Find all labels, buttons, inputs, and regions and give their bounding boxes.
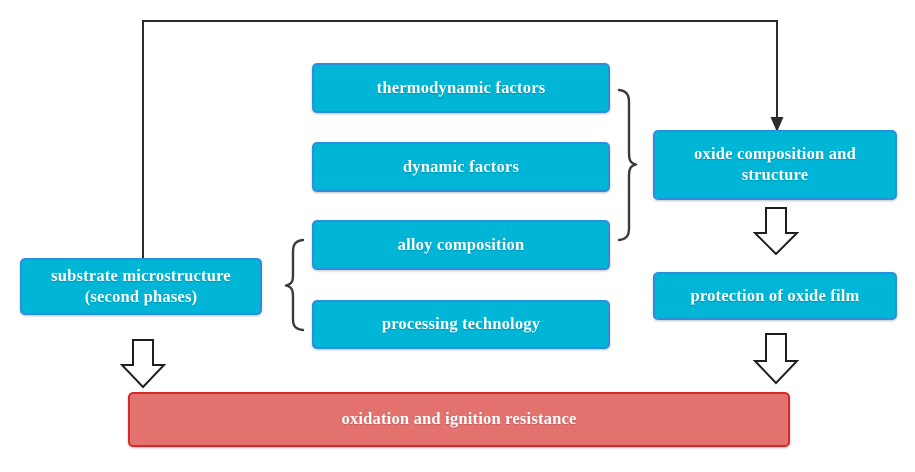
node-dynamic-factors-label: dynamic factors bbox=[402, 156, 520, 176]
node-processing-technology-label: processing technology bbox=[381, 314, 541, 334]
hollow-arrow-protection-to-resistance bbox=[752, 333, 800, 385]
node-substrate-microstructure[interactable]: substrate microstructure (second phases) bbox=[20, 258, 262, 315]
node-dynamic-factors[interactable]: dynamic factors bbox=[312, 142, 610, 192]
hollow-arrow-substrate-to-resistance bbox=[119, 339, 167, 389]
node-substrate-microstructure-label-line2: (second phases) bbox=[84, 286, 198, 306]
node-thermodynamic-factors[interactable]: thermodynamic factors bbox=[312, 63, 610, 113]
node-oxide-composition-label-line2: structure bbox=[741, 165, 809, 184]
node-protection-of-oxide-film-label: protection of oxide film bbox=[690, 285, 860, 305]
node-processing-technology[interactable]: processing technology bbox=[312, 300, 610, 349]
node-alloy-composition[interactable]: alloy composition bbox=[312, 220, 610, 270]
node-thermodynamic-factors-label: thermodynamic factors bbox=[376, 77, 546, 97]
node-oxidation-and-ignition-resistance[interactable]: oxidation and ignition resistance bbox=[128, 392, 790, 447]
node-protection-of-oxide-film[interactable]: protection of oxide film bbox=[653, 272, 897, 320]
brace-right-factors bbox=[617, 88, 638, 242]
brace-left-alloy-processing bbox=[284, 238, 305, 332]
node-oxide-composition-and-structure[interactable]: oxide composition and structure bbox=[653, 130, 897, 200]
node-oxide-composition-label-line1: oxide composition and bbox=[694, 144, 856, 164]
node-alloy-composition-label: alloy composition bbox=[397, 234, 525, 254]
hollow-arrow-oxide-to-protection bbox=[752, 207, 800, 256]
node-oxidation-and-ignition-resistance-label: oxidation and ignition resistance bbox=[341, 409, 577, 429]
node-substrate-microstructure-label-line1: substrate microstructure bbox=[51, 265, 231, 285]
